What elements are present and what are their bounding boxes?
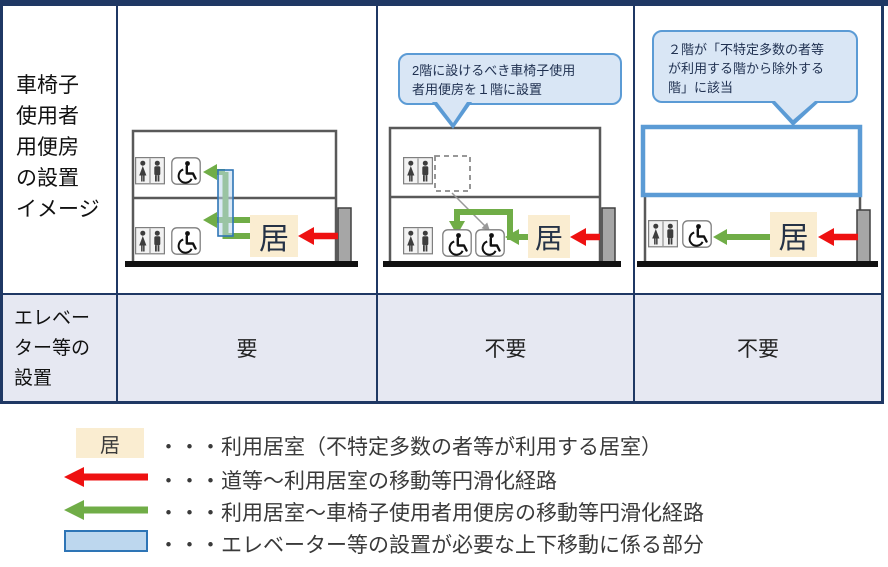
red-arrowhead bbox=[298, 227, 314, 245]
figure-case2-drawing bbox=[383, 126, 621, 267]
legend-item-green-route: ・・・利用居室～車椅子使用者用便房の移動等円滑化経路 bbox=[158, 502, 704, 525]
road-pillar bbox=[856, 209, 871, 265]
wheelchair-icon bbox=[441, 228, 473, 258]
requirements-table: 車椅子 使用者 用便房 の設置 イメージ bbox=[0, 6, 884, 404]
toilet-icon bbox=[135, 157, 165, 185]
wheelchair-icon bbox=[681, 219, 713, 249]
toilet-icon bbox=[403, 227, 433, 255]
legend-elevator-swatch bbox=[64, 530, 148, 552]
road-pillar bbox=[601, 207, 616, 265]
wheelchair-icon bbox=[170, 156, 202, 186]
legend-item-elevator: ・・・エレベーター等の設置が必要な上下移動に係る部分 bbox=[158, 534, 704, 557]
table-top-border bbox=[0, 0, 888, 6]
green-arrowhead bbox=[713, 229, 727, 245]
legend: 居 ・・・利用居室（不特定多数の者等が利用する居室） ・・・道等～利用居室の移動… bbox=[0, 404, 888, 567]
figure-case2: 居 2階に設けるべき車椅子使用 者用便房を１階に設置 bbox=[378, 6, 635, 295]
room-box: 居 bbox=[528, 215, 570, 258]
green-arrowhead-left bbox=[505, 229, 519, 245]
figure-case1: 居 bbox=[118, 6, 378, 295]
legend-item-red-route: ・・・道等～利用居室の移動等円滑化経路 bbox=[158, 470, 557, 493]
legend-room-swatch: 居 bbox=[76, 428, 144, 458]
room-box: 居 bbox=[770, 212, 817, 257]
elevator-shaft bbox=[217, 169, 234, 237]
room-label: 居 bbox=[259, 223, 289, 256]
toilet-icon bbox=[135, 227, 165, 255]
green-arrowhead-lower bbox=[203, 212, 217, 228]
toilet-icon bbox=[403, 157, 433, 185]
red-arrowhead bbox=[570, 228, 586, 246]
room-label: 居 bbox=[534, 222, 563, 254]
elevator-required-case3: 不要 bbox=[635, 295, 881, 401]
figure-case3: 居 ２階が「不特定多数の者等 が利用する階から除外する 階」に該当 bbox=[635, 6, 881, 295]
legend-item-room: ・・・利用居室（不特定多数の者等が利用する居室） bbox=[158, 436, 662, 459]
wheelchair-icon bbox=[474, 228, 506, 258]
room-box: 居 bbox=[250, 215, 298, 257]
red-arrowhead bbox=[818, 228, 834, 246]
excluded-floor-outline bbox=[640, 124, 863, 198]
figure-case1-drawing bbox=[125, 129, 358, 267]
removed-toilet-dashed-box bbox=[434, 155, 471, 192]
legend-red-arrow bbox=[64, 467, 148, 487]
row-header-elevator: エレベー ター等の 設置 bbox=[3, 295, 118, 401]
wheelchair-icon bbox=[170, 226, 202, 256]
relocation-arrowhead bbox=[481, 222, 490, 231]
room-label: 居 bbox=[778, 221, 809, 255]
toilet-icon bbox=[647, 220, 679, 248]
callout-case3: ２階が「不特定多数の者等 が利用する階から除外する 階」に該当 bbox=[652, 30, 858, 103]
row-header-toilet-layout: 車椅子 使用者 用便房 の設置 イメージ bbox=[3, 6, 118, 295]
elevator-required-case1: 要 bbox=[118, 295, 378, 401]
callout-tail bbox=[432, 102, 472, 129]
legend-green-arrow bbox=[64, 500, 148, 520]
green-arrowhead-upper bbox=[203, 164, 217, 180]
room-label: 居 bbox=[100, 434, 120, 457]
callout-case2: 2階に設けるべき車椅子使用 者用便房を１階に設置 bbox=[398, 53, 622, 105]
green-arrowhead-down bbox=[449, 221, 465, 235]
figure-case3-drawing bbox=[637, 124, 878, 267]
elevator-required-case2: 不要 bbox=[378, 295, 635, 401]
callout-tail bbox=[770, 101, 820, 126]
road-pillar bbox=[337, 207, 352, 265]
